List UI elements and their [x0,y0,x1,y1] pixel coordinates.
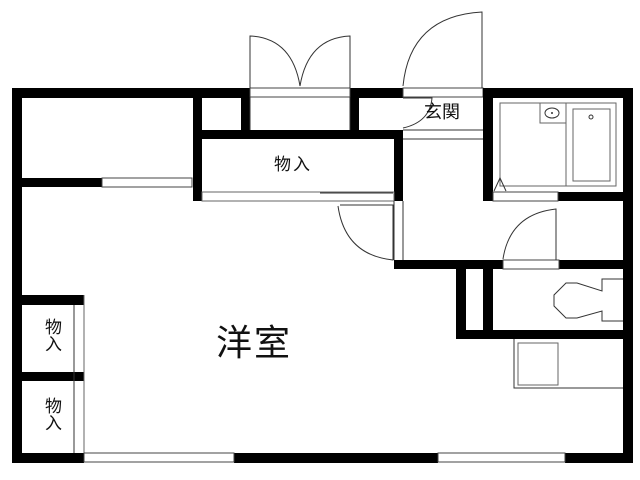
entrance-label: 玄関 [424,102,460,123]
washing-machine-pan [513,339,623,389]
bathroom [483,88,633,202]
bottom-window-right [437,452,566,463]
toilet-room [456,269,633,339]
room-door [337,204,394,261]
toilet-door [502,208,557,260]
top-closet-label: 物入 [274,155,312,175]
toilet-icon [553,278,623,322]
left-closets [22,295,85,463]
entrance-door [402,11,484,140]
outer-walls [12,88,633,463]
left-closet-1-label: 物入 [41,318,61,352]
bottom-window-left [83,452,235,463]
left-closet-2-label: 物入 [41,397,61,431]
sliding-partition [101,177,193,188]
western-room-label: 洋室 [216,323,293,364]
bathtub-icon [572,108,611,182]
balcony-doors [249,35,351,130]
washbasin-icon [539,102,567,124]
